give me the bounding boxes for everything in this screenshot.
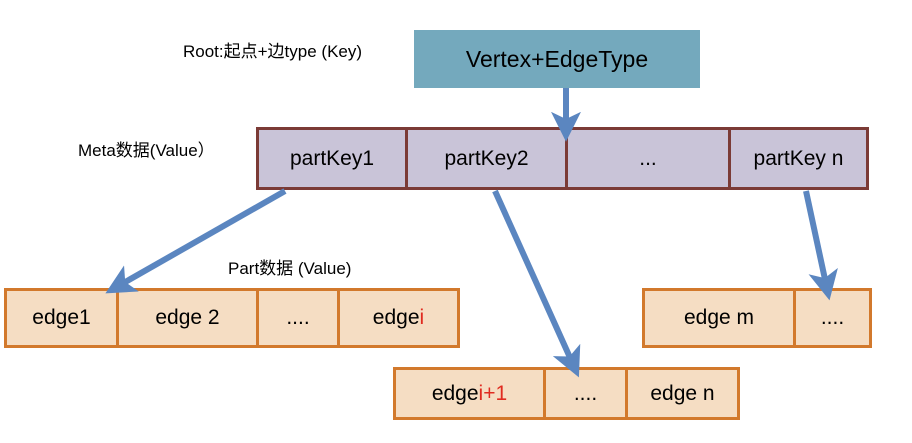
edge-cell-ellipsis: ....	[259, 291, 340, 345]
meta-cell-partkey2: partKey2	[408, 130, 568, 187]
edge-cell-text: edge	[372, 306, 420, 329]
edge-cell-text: edge m	[683, 306, 755, 329]
edge-cell-text: edge n	[650, 381, 715, 405]
edge-cell-highlight: i	[419, 306, 425, 329]
edge-cell-edge-m: edge m	[645, 291, 796, 345]
edge-cell-edge1: edge1	[7, 291, 119, 345]
edge-cell-text: edge1	[32, 306, 91, 329]
edge-row-middle: edge i+1 .... edge n	[393, 367, 740, 420]
edge-cell-edge-i-plus-1: edge i+1	[396, 370, 546, 417]
meta-row: partKey1 partKey2 ... partKey n	[256, 127, 869, 190]
edge-cell-edge-n: edge n	[628, 370, 737, 417]
meta-cell-partkey1: partKey1	[259, 130, 408, 187]
part-value-label: Part数据 (Value)	[228, 259, 352, 278]
meta-cell-ellipsis: ...	[568, 130, 731, 187]
edge-row-left: edge1 edge 2 .... edge i	[4, 288, 460, 348]
arrow-partkey2-to-middle-row	[492, 189, 581, 378]
arrow-partkeyn-to-right-row	[803, 190, 838, 301]
edge-cell-edge-i: edge i	[340, 291, 457, 345]
edge-cell-ellipsis: ....	[546, 370, 628, 417]
meta-cell-partkey-n: partKey n	[731, 130, 866, 187]
edge-cell-ellipsis: ....	[796, 291, 869, 345]
edge-cell-text: edge 2	[155, 306, 220, 329]
edge-cell-text: ....	[820, 306, 845, 329]
edge-cell-edge2: edge 2	[119, 291, 259, 345]
vertex-edgetype-box: Vertex+EdgeType	[414, 30, 700, 88]
edge-cell-text: ....	[573, 381, 598, 405]
edge-row-right: edge m ....	[642, 288, 872, 348]
edge-cell-text: edge	[431, 381, 479, 405]
edge-cell-text: ....	[286, 306, 310, 329]
root-key-label: Root:起点+边type (Key)	[183, 42, 363, 61]
meta-value-label: Meta数据(Value）	[78, 141, 215, 160]
edge-cell-highlight: i+1	[478, 381, 508, 405]
